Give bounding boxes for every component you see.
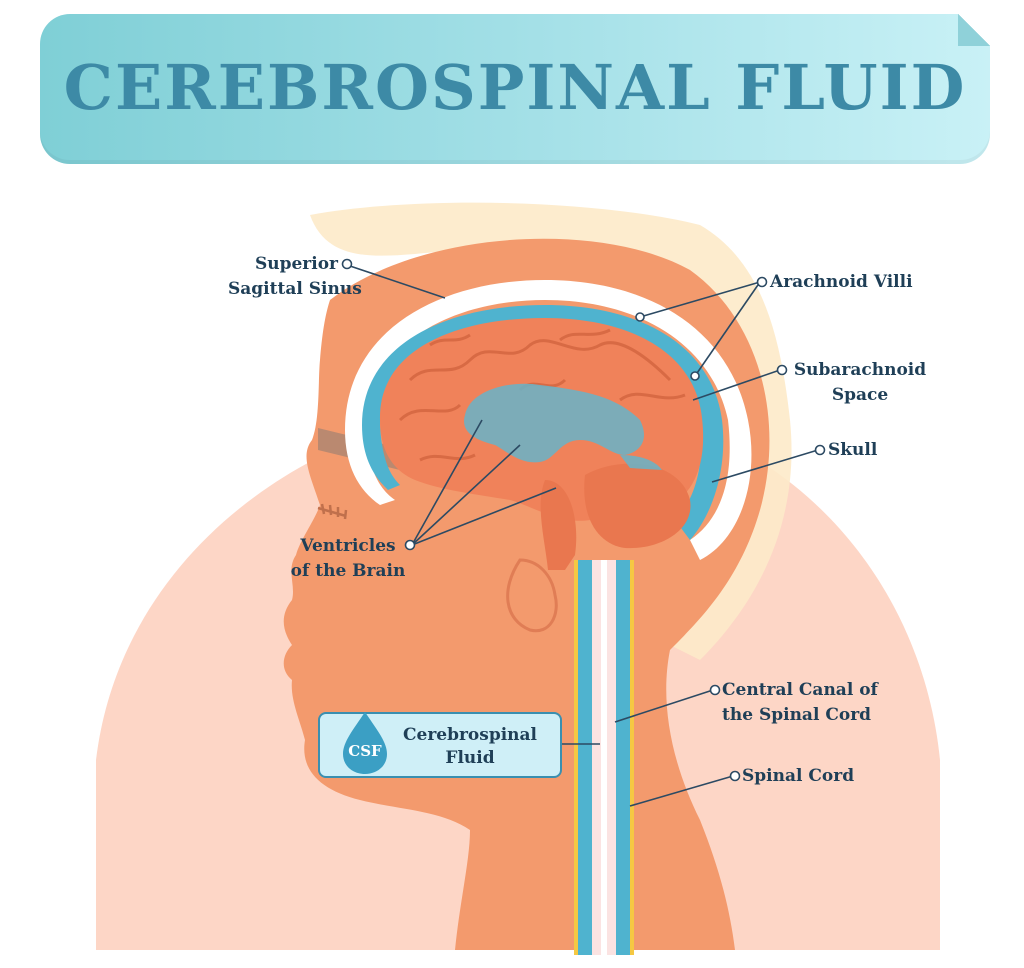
leader-spinal-cord [629, 775, 734, 807]
leader-arachnoid-villi-2 [694, 281, 761, 377]
ear [506, 558, 558, 633]
skull [345, 280, 752, 560]
brainstem [540, 480, 577, 570]
leader-dot-central-canal [709, 684, 721, 696]
label-ventricles: Ventricles of the Brain [288, 534, 408, 584]
cerebellum [584, 463, 691, 549]
central-canal [601, 560, 607, 955]
label-spinal-cord: Spinal Cord [742, 766, 855, 786]
csf-drop-icon [343, 712, 387, 774]
label-superior-sagittal-sinus-line1: Superior [254, 254, 338, 274]
csf-legend-line2: Fluid [445, 748, 495, 768]
csf-badge-text: CSF [348, 742, 382, 760]
leader-dot-superior-sagittal-sinus [341, 258, 353, 270]
leader-dot-arachnoid-villi [756, 276, 768, 288]
label-subarachnoid-space-line2: Space [831, 385, 889, 405]
csf-legend-line1: Cerebrospinal [402, 725, 538, 745]
leader-dot-arachnoid-villi-top [635, 312, 645, 322]
label-ventricles-line2: of the Brain [290, 561, 406, 581]
leader-skull [711, 449, 819, 483]
leader-central-canal [614, 689, 714, 723]
eye-lashes [317, 503, 348, 520]
label-central-canal-line2: the Spinal Cord [722, 705, 872, 725]
leader-dot-spinal-cord [729, 770, 741, 782]
leader-lines [349, 265, 819, 807]
label-superior-sagittal-sinus: Superior Sagittal Sinus [228, 252, 362, 302]
label-ventricles-line1: Ventricles [300, 536, 396, 556]
spinal-dura-right [630, 560, 634, 955]
leader-ventricles-3 [411, 487, 557, 546]
leader-superior-sagittal-sinus [349, 265, 446, 299]
brain-folds [398, 328, 686, 462]
label-central-canal-line1: Central Canal of [722, 680, 878, 700]
diagram-title: CEREBROSPINAL FLUID [63, 51, 967, 124]
label-skull: Skull [828, 440, 878, 460]
leader-arachnoid-villi-1 [639, 281, 761, 318]
leader-dots [341, 258, 826, 782]
leader-dot-skull [814, 444, 826, 456]
leader-dot-arachnoid-villi-side [690, 371, 700, 381]
leader-dot-ventricles [404, 539, 416, 551]
ventricles [464, 383, 662, 470]
spinal-dura-left [574, 560, 578, 955]
label-superior-sagittal-sinus-line2: Sagittal Sinus [228, 279, 362, 299]
csf-legend-text: Cerebrospinal Fluid [392, 724, 548, 770]
leader-ventricles-2 [411, 444, 521, 546]
banner-page-curl [958, 14, 990, 46]
leader-subarachnoid-space [692, 369, 781, 401]
title-banner [40, 14, 990, 164]
label-subarachnoid-space-line1: Subarachnoid [793, 360, 927, 380]
leader-ventricles-1 [411, 419, 483, 546]
leader-dot-subarachnoid-space [776, 364, 788, 376]
label-subarachnoid-space: Subarachnoid Space [790, 358, 930, 408]
label-arachnoid-villi: Arachnoid Villi [770, 272, 913, 292]
label-central-canal: Central Canal of the Spinal Cord [722, 678, 878, 728]
